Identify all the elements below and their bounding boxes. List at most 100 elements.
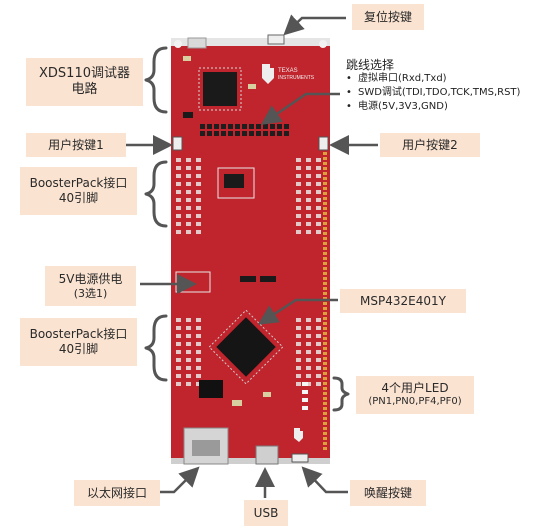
edge-pin	[323, 242, 327, 245]
jumper-pin	[235, 131, 240, 136]
component	[248, 84, 256, 89]
header-pin	[296, 198, 301, 202]
header-pin	[296, 182, 301, 186]
header-pin	[296, 342, 301, 346]
edge-pin	[323, 222, 327, 225]
header-pin	[196, 366, 201, 370]
edge-pin	[323, 392, 327, 395]
wake-label-text: 唤醒按键	[363, 485, 412, 500]
edge-pin	[323, 437, 327, 440]
header-pin	[176, 326, 181, 330]
header-pin	[316, 182, 321, 186]
header-pin	[186, 382, 191, 386]
arrow-ethernet	[158, 466, 200, 494]
edge-pin	[323, 412, 327, 415]
header-pin	[296, 366, 301, 370]
header-pin	[186, 334, 191, 338]
header-pin	[316, 358, 321, 362]
edge-pin	[323, 207, 327, 210]
header-pin	[296, 174, 301, 178]
header-pin	[196, 222, 201, 226]
brand-line2: INSTRUMENTS	[278, 75, 315, 81]
wake-button	[291, 453, 309, 463]
header-pin	[316, 222, 321, 226]
edge-pin	[323, 247, 327, 250]
brace-xds110	[144, 46, 168, 114]
header-pin	[306, 326, 311, 330]
header-pin	[196, 334, 201, 338]
header-pin	[316, 214, 321, 218]
edge-pin	[323, 322, 327, 325]
edge-pin	[323, 382, 327, 385]
pcb-bottom-edge	[171, 458, 330, 464]
header-pin	[196, 166, 201, 170]
header-pin	[176, 342, 181, 346]
header-pin	[316, 334, 321, 338]
header-pin	[186, 198, 191, 202]
ti-logo-icon	[262, 64, 274, 84]
usb-label-text: USB	[253, 505, 279, 520]
header-pin	[176, 350, 181, 354]
header-pin	[186, 206, 191, 210]
jumper-pin	[214, 124, 219, 129]
wake-label: 唤醒按键	[350, 480, 426, 506]
header-pin	[306, 174, 311, 178]
usb-label: USB	[244, 500, 288, 526]
header-pin	[186, 230, 191, 234]
led-pn0	[302, 390, 308, 394]
header-pin	[186, 374, 191, 378]
edge-pin	[323, 327, 327, 330]
edge-pin	[323, 347, 327, 350]
edge-pin	[323, 287, 327, 290]
user-button-2-text: 用户按键2	[402, 137, 458, 152]
header-pin	[186, 174, 191, 178]
brand-line1: TEXAS	[278, 68, 298, 74]
header-pin	[316, 174, 321, 178]
header-pin	[196, 230, 201, 234]
user-button-1	[172, 136, 183, 151]
led-pn1	[302, 382, 308, 386]
header-pin	[196, 358, 201, 362]
booster-top-line1: BoosterPack接口	[29, 176, 128, 190]
jumper-pin	[263, 131, 268, 136]
header-pin	[316, 326, 321, 330]
jumper-pin	[256, 131, 261, 136]
edge-pin	[323, 282, 327, 285]
jumper-pin	[228, 131, 233, 136]
xds110-chip	[203, 72, 237, 106]
edge-pin	[323, 232, 327, 235]
edge-pin	[323, 417, 327, 420]
header-pin	[306, 190, 311, 194]
xds110-label: XDS110调试器 电路	[26, 58, 143, 106]
jumper-item: 虚拟串口(Rxd,Txd)	[346, 72, 520, 86]
edge-pin	[323, 167, 327, 170]
msp432-mcu	[216, 317, 276, 377]
edge-pin	[323, 407, 327, 410]
header-pin	[176, 174, 181, 178]
edge-pin	[323, 277, 327, 280]
edge-pin	[323, 387, 327, 390]
header-pin	[306, 350, 311, 354]
header-pin	[306, 342, 311, 346]
header-pin	[316, 374, 321, 378]
mcu-label-text: MSP432E401Y	[360, 293, 446, 308]
user-button-1-text: 用户按键1	[48, 137, 104, 152]
header-pin	[186, 350, 191, 354]
user-button-1-label: 用户按键1	[26, 133, 126, 157]
jumper-pin	[235, 124, 240, 129]
component	[232, 400, 242, 406]
led-label: 4个用户LED (PN1,PN0,PF4,PF0)	[356, 376, 474, 414]
brace-booster-top	[144, 160, 168, 228]
edge-pin	[323, 402, 327, 405]
header-pin	[196, 182, 201, 186]
header-pin	[296, 326, 301, 330]
jumper-pin	[263, 124, 268, 129]
header-pin	[306, 382, 311, 386]
edge-pin	[323, 372, 327, 375]
jumper-pin	[207, 124, 212, 129]
edge-pin	[323, 442, 327, 445]
edge-pin	[323, 197, 327, 200]
